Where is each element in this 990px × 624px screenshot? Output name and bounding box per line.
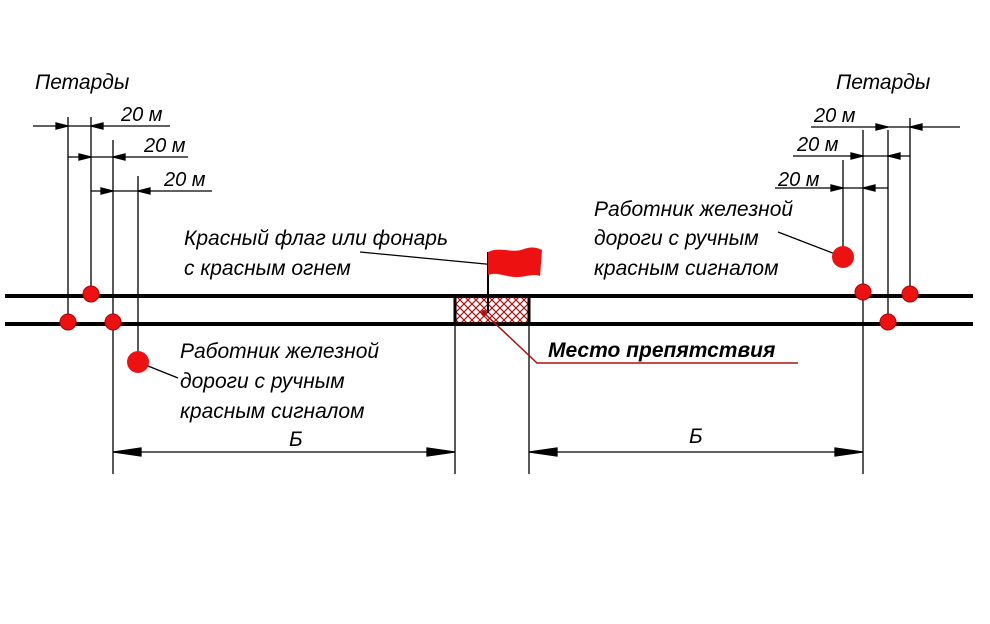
distance-label-left: Б	[289, 428, 303, 451]
red-flag-icon	[488, 247, 542, 278]
spacing-label-right-2: 20 м	[796, 134, 839, 156]
petard-left-1	[59, 313, 77, 331]
worker-right-label-line-1: Работник железной	[594, 198, 793, 221]
distance-label-right: Б	[689, 425, 703, 448]
worker-left-label-line-1: Работник железной	[180, 340, 379, 363]
petard-right-2	[879, 313, 897, 331]
spacing-label-left-2: 20 м	[143, 135, 186, 157]
petards-label-left: Петарды	[35, 71, 130, 94]
worker-left-label-line-2: дороги с ручным	[180, 370, 345, 393]
flag-label-line-2: с красным огнем	[184, 257, 351, 280]
petard-right-3	[901, 285, 919, 303]
spacing-label-left-3: 20 м	[163, 169, 206, 191]
obstacle-label: Место препятствия	[548, 339, 775, 362]
obstacle-block	[453, 294, 531, 326]
petards-label-right: Петарды	[836, 71, 931, 94]
petard-left-2	[82, 285, 100, 303]
flag-label-line-1: Красный флаг или фонарь	[184, 227, 448, 250]
distance-dimensions	[112, 447, 864, 457]
right-spacing-dimensions	[775, 123, 960, 192]
worker-right-label-line-3: красным сигналом	[594, 257, 778, 280]
worker-signal-right	[832, 246, 854, 268]
obstacle-center-dot	[481, 310, 487, 316]
spacing-label-right-1: 20 м	[813, 105, 856, 127]
spacing-label-left-1: 20 м	[120, 104, 163, 126]
left-spacing-dimensions	[33, 122, 212, 195]
worker-left-label-line-3: красным сигналом	[180, 400, 364, 423]
spacing-label-right-3: 20 м	[777, 169, 820, 191]
worker-right-label-line-2: дороги с ручным	[594, 227, 759, 250]
petard-right-1	[854, 283, 872, 301]
obstacle-leader-line	[483, 312, 798, 364]
worker-signal-left	[127, 351, 149, 373]
petards	[59, 283, 919, 331]
petard-left-3	[104, 313, 122, 331]
